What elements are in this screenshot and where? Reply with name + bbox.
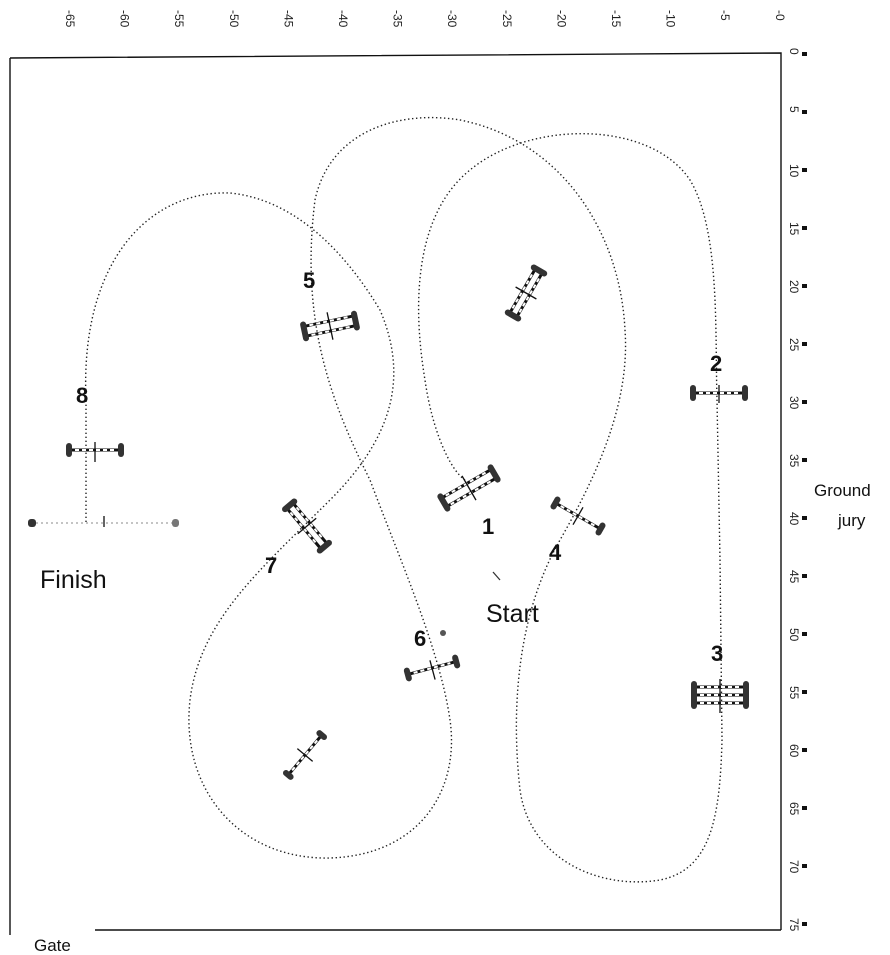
obstacle-5 — [300, 310, 360, 342]
top-axis-tick-label: -20 — [554, 10, 568, 28]
top-axis-tick-label: -35 — [391, 10, 405, 28]
small-marker — [440, 630, 446, 636]
right-axis-tick-mark — [802, 748, 807, 752]
right-axis-tick-label: 0 — [787, 48, 801, 55]
top-axis-tick-label: -50 — [227, 10, 241, 28]
finish-label: Finish — [40, 566, 107, 594]
right-axis-tick-mark — [802, 516, 807, 520]
finish-line — [28, 516, 179, 527]
obstacle-number-6: 6 — [414, 626, 426, 651]
gate-label: Gate — [34, 936, 71, 955]
start-label: Start — [486, 600, 539, 628]
right-axis-tick-label: 60 — [787, 744, 801, 758]
obstacle-number-2: 2 — [710, 351, 722, 376]
obstacle-2 — [690, 385, 748, 403]
right-axis-tick-label: 45 — [787, 570, 801, 584]
obstacle-1 — [437, 464, 501, 512]
right-axis-tick-label: 20 — [787, 280, 801, 294]
top-axis: -65 -60 -55 -50 -45 -40 -35 -30 -25 -20 -15 -10 -5 -0 — [63, 10, 787, 28]
right-axis-tick-mark — [802, 342, 807, 346]
obstacle-number-3: 3 — [711, 641, 723, 666]
obstacle-number-5: 5 — [303, 268, 315, 293]
top-axis-tick-label: -5 — [718, 10, 732, 21]
top-axis-tick-label: -15 — [609, 10, 623, 28]
start-marker — [492, 571, 501, 581]
right-axis: 0 5 10 15 20 25 30 35 40 45 50 55 60 65 70 75 — [787, 48, 807, 932]
obstacle-number-7: 7 — [265, 553, 277, 578]
obstacle-7 — [282, 498, 332, 554]
obstacle-6 — [403, 654, 461, 682]
obstacle-3 — [691, 679, 749, 713]
top-axis-tick-label: -60 — [118, 10, 132, 28]
right-axis-tick-label: 65 — [787, 802, 801, 816]
right-axis-tick-label: 40 — [787, 512, 801, 526]
top-axis-tick-label: -10 — [664, 10, 678, 28]
right-axis-tick-label: 10 — [787, 164, 801, 178]
obstacle-unnumbered-bottom — [282, 730, 328, 780]
top-axis-tick-label: -45 — [281, 10, 295, 28]
right-axis-tick-label: 70 — [787, 860, 801, 874]
top-axis-tick-label: -25 — [500, 10, 514, 28]
right-axis-tick-label: 30 — [787, 396, 801, 410]
ground-jury-label-line2: jury — [837, 511, 866, 530]
right-axis-tick-label: 50 — [787, 628, 801, 642]
obstacle-4 — [550, 496, 606, 536]
ground-jury-label-line1: Ground — [814, 481, 871, 500]
right-axis-tick-mark — [802, 632, 807, 636]
right-axis-tick-mark — [802, 864, 807, 868]
right-axis-tick-label: 75 — [787, 918, 801, 932]
arena-boundary — [9, 52, 782, 935]
top-axis-tick-label: -30 — [445, 10, 459, 28]
obstacle-unnumbered-top — [504, 264, 548, 322]
right-axis-tick-mark — [802, 168, 807, 172]
right-axis-tick-mark — [802, 806, 807, 810]
right-axis-tick-mark — [802, 284, 807, 288]
right-axis-tick-label: 55 — [787, 686, 801, 700]
right-axis-tick-label: 25 — [787, 338, 801, 352]
top-axis-tick-label: -55 — [172, 10, 186, 28]
top-axis-tick-label: -40 — [336, 10, 350, 28]
right-axis-tick-mark — [802, 110, 807, 114]
obstacle-8 — [66, 442, 124, 462]
right-axis-tick-mark — [802, 458, 807, 462]
right-axis-tick-mark — [802, 922, 807, 926]
right-axis-tick-mark — [802, 226, 807, 230]
top-axis-tick-label: -0 — [773, 10, 787, 21]
right-axis-tick-mark — [802, 52, 807, 56]
right-axis-tick-mark — [802, 400, 807, 404]
right-axis-tick-label: 5 — [787, 106, 801, 113]
obstacle-number-8: 8 — [76, 383, 88, 408]
right-axis-tick-label: 35 — [787, 454, 801, 468]
top-axis-tick-label: -65 — [63, 10, 77, 28]
right-axis-tick-mark — [802, 574, 807, 578]
obstacle-number-4: 4 — [549, 540, 562, 565]
right-axis-tick-label: 15 — [787, 222, 801, 236]
right-axis-tick-mark — [802, 690, 807, 694]
route-path — [84, 116, 723, 883]
obstacle-number-1: 1 — [482, 514, 494, 539]
